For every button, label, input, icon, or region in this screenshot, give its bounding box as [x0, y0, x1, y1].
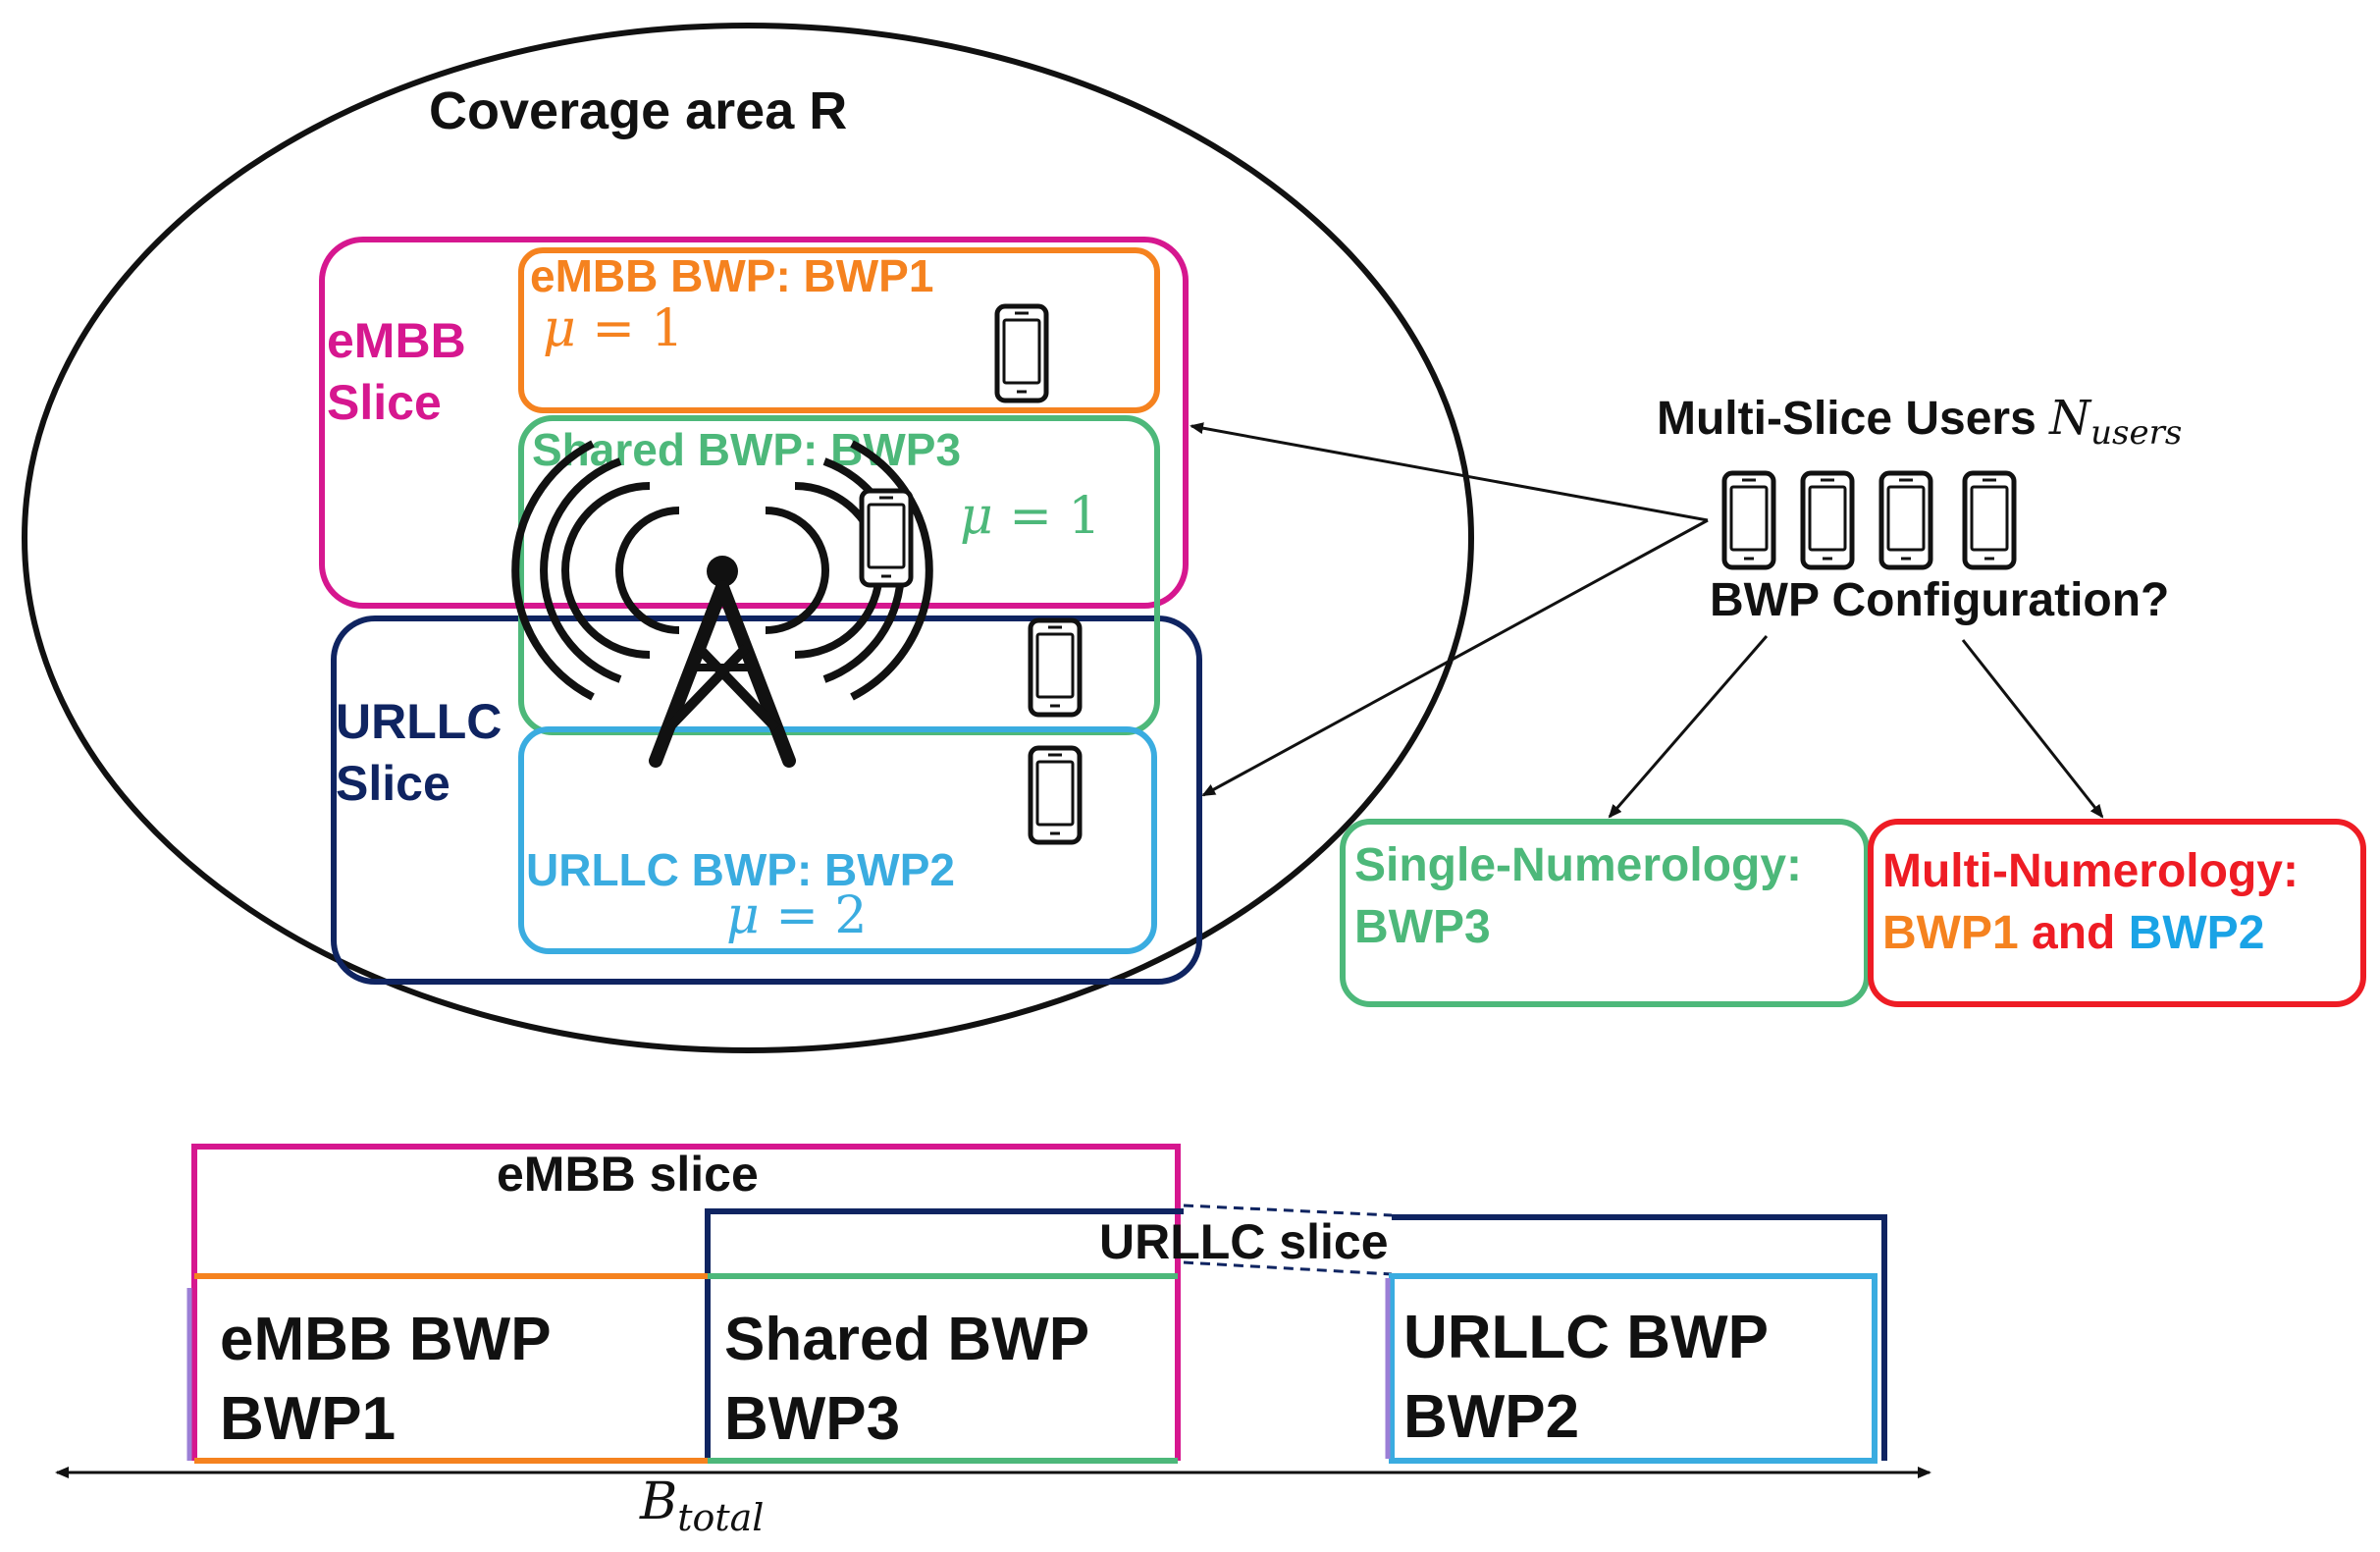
- spectrum-shared-bwp-outline: [708, 1273, 1178, 1464]
- phone-icon: [1881, 473, 1930, 567]
- multi-slice-users-title: Multi-Slice Users Nusers: [1657, 391, 2182, 453]
- spectrum-urllc-slice-outline-right: [1392, 1214, 1887, 1461]
- spectrum-embb-bwp-line2: BWP1: [220, 1385, 396, 1453]
- spectrum-shared-bwp-line2: BWP3: [724, 1385, 900, 1453]
- arrow-to-single-numerology: [1608, 635, 1769, 819]
- spectrum-embb-bwp-outline: [194, 1273, 708, 1464]
- n-users-subscript: users: [2090, 413, 2182, 453]
- spectrum-shared-bwp-line1: Shared BWP: [724, 1306, 1089, 1373]
- coverage-area-title: Coverage area R: [429, 81, 847, 140]
- single-numerology-box: [1340, 819, 1870, 1007]
- urllc-slice-label-line2: Slice: [336, 756, 450, 811]
- spectrum-gap-dashed-top: [1183, 1204, 1393, 1217]
- urllc-bwp-mu-value: = 2: [760, 886, 868, 945]
- multi-slice-users-label: Multi-Slice Users: [1657, 393, 2049, 445]
- coverage-area-ellipse: [22, 23, 1474, 1053]
- spectrum-urllc-slice-outline: [705, 1208, 1184, 1461]
- phone-icon: [1031, 748, 1080, 842]
- multi-numerology-box: [1868, 819, 2366, 1007]
- spectrum-embb-slice-outline: [191, 1144, 1181, 1461]
- embb-bwp-mu-symbol: μ: [543, 299, 576, 358]
- spectrum-urllc-bwp-line2: BWP2: [1403, 1383, 1579, 1451]
- spectrum-embb-slice-label: eMBB slice: [497, 1147, 759, 1202]
- arrow-to-multi-numerology: [1961, 639, 2104, 819]
- phone-icon: [1031, 620, 1080, 715]
- arrow-to-embb-slice: [1190, 422, 1709, 522]
- multi-numerology-line2: BWP1 and BWP2: [1882, 907, 2264, 959]
- spectrum-urllc-bwp-outline: [1389, 1273, 1878, 1464]
- embb-bwp-label: eMBB BWP: BWP1: [530, 250, 933, 301]
- arrow-to-urllc-slice: [1201, 518, 1709, 797]
- single-numerology-line1: Single-Numerology:: [1354, 839, 1802, 891]
- embb-bwp-mu: μ = 1: [543, 299, 684, 358]
- total-bandwidth-label: Btotal: [639, 1472, 764, 1539]
- embb-slice-label-line1: eMBB: [327, 313, 466, 368]
- urllc-bwp-box: [518, 726, 1157, 954]
- shared-bwp-mu-symbol: μ: [960, 487, 993, 546]
- embb-slice-box: [319, 237, 1189, 609]
- phone-icon: [1724, 473, 1773, 567]
- spectrum-embb-bwp-line1: eMBB BWP: [220, 1306, 552, 1373]
- urllc-slice-box: [331, 615, 1202, 985]
- phone-icon: [997, 306, 1046, 401]
- multi-numerology-bwp1: BWP1: [1882, 907, 2019, 959]
- phone-icon: [1965, 473, 2014, 567]
- urllc-slice-label-line1: URLLC: [336, 694, 502, 749]
- embb-bwp-box: [518, 247, 1160, 413]
- bwp-configuration-question: BWP Configuration?: [1710, 574, 2169, 626]
- embb-bwp-mu-value: = 1: [576, 299, 684, 358]
- btotal-symbol: B: [639, 1472, 677, 1531]
- btotal-subscript: total: [677, 1496, 764, 1539]
- phone-icon: [1803, 473, 1852, 567]
- spectrum-urllc-bwp-line1: URLLC BWP: [1403, 1304, 1769, 1371]
- embb-slice-label-line2: Slice: [327, 375, 442, 430]
- shared-bwp-mu-value: = 1: [993, 487, 1101, 546]
- phone-icon: [862, 491, 911, 585]
- urllc-bwp-label: URLLC BWP: BWP2: [526, 844, 955, 895]
- shared-bwp-mu: μ = 1: [960, 487, 1101, 546]
- urllc-bwp-mu-symbol: μ: [726, 886, 760, 945]
- multi-numerology-line1: Multi-Numerology:: [1882, 845, 2299, 897]
- multi-numerology-bwp2: BWP2: [2129, 907, 2265, 959]
- multi-numerology-and: and: [2019, 907, 2129, 959]
- spectrum-gap-dashed-bottom: [1183, 1260, 1393, 1276]
- n-users-symbol: N: [2048, 391, 2092, 446]
- shared-bwp-label: Shared BWP: BWP3: [532, 424, 961, 475]
- single-numerology-line2: BWP3: [1354, 901, 1491, 953]
- spectrum-urllc-slice-label: URLLC slice: [1099, 1214, 1389, 1269]
- urllc-bwp-mu: μ = 2: [726, 886, 868, 945]
